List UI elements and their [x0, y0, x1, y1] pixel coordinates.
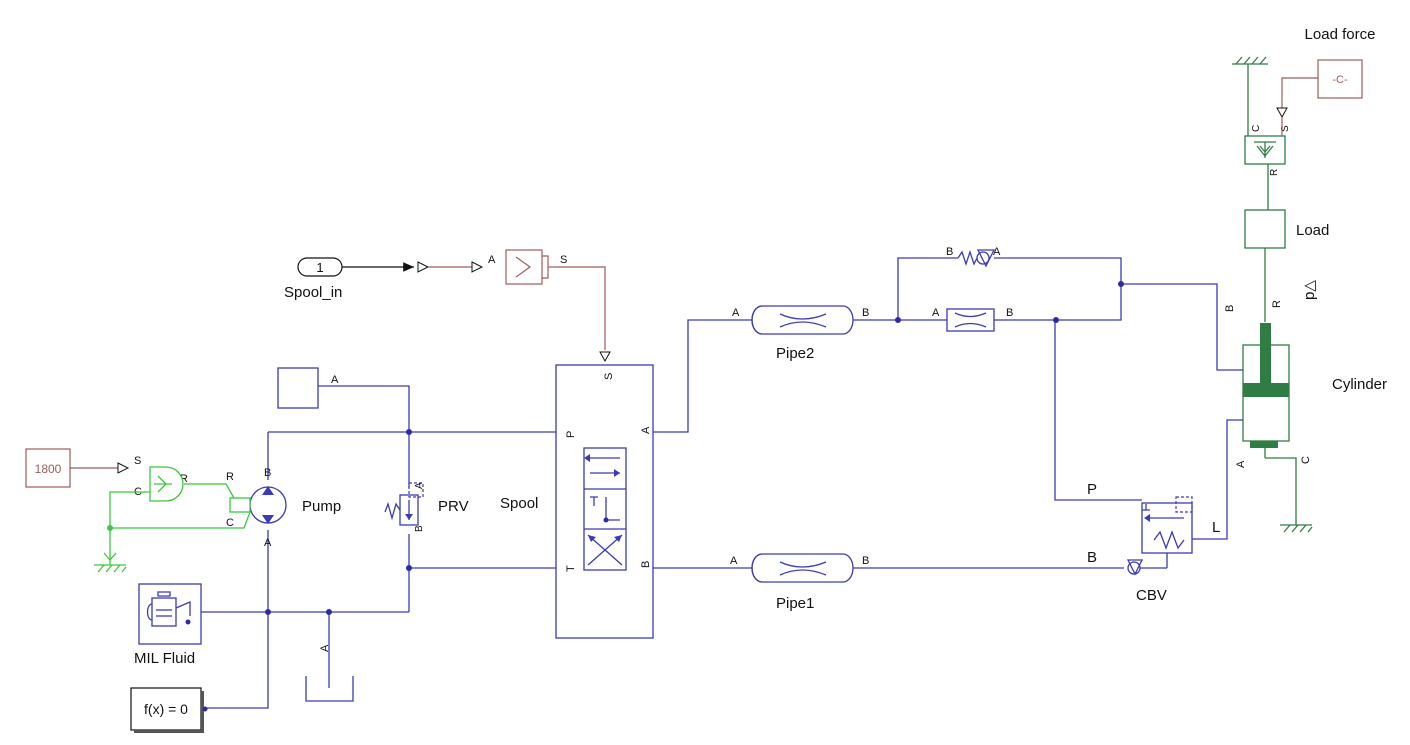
pipe1-label: Pipe1: [776, 595, 814, 612]
junction-node: [1118, 281, 1124, 287]
pipe2-label: Pipe2: [776, 345, 814, 362]
pipe1-port-a: A: [730, 555, 738, 567]
junction-node: [326, 609, 332, 615]
mechanical-section: C S R -C- Load force Load R p△ Cylinder: [1232, 26, 1387, 533]
force-port-s: S: [1280, 125, 1291, 132]
pipe1-block[interactable]: [751, 553, 854, 583]
prv-port-a: A: [414, 482, 425, 489]
load-label: Load: [1296, 222, 1329, 239]
orifice-port-b: B: [1006, 307, 1013, 319]
simulink-ps-converter[interactable]: S: [505, 249, 567, 285]
tank-block[interactable]: [305, 676, 354, 702]
spool-in-port-block[interactable]: 1: [297, 257, 343, 277]
load-force-value: -C-: [1332, 74, 1348, 86]
junction-node: [265, 609, 271, 615]
mechanical-ground-top[interactable]: [1232, 56, 1268, 65]
velocity-source-port-s: S: [134, 455, 141, 467]
mechanical-ground-bottom[interactable]: [1280, 524, 1313, 533]
converter-port-s: S: [560, 254, 567, 266]
prv-label: PRV: [438, 498, 469, 515]
pipe2-port-b: B: [862, 307, 869, 319]
load-force-constant[interactable]: -C-: [1317, 59, 1363, 99]
spool-port-s: S: [603, 373, 615, 380]
pump-shaft-port-c: C: [226, 517, 234, 529]
junction-node: [895, 317, 901, 323]
solver-text: f(x) = 0: [144, 701, 188, 717]
supply-lines: [201, 385, 556, 709]
speed-constant-block[interactable]: 1800: [25, 448, 71, 488]
spool-in-port-number: 1: [316, 260, 323, 275]
pressure-relief-valve[interactable]: [384, 482, 424, 526]
cbv-label: CBV: [1136, 587, 1167, 604]
rotational-ground[interactable]: [94, 552, 127, 573]
spool-valve[interactable]: S P T A B: [555, 364, 654, 639]
check-valve-port-a: A: [993, 246, 1001, 258]
cbv-port-b: B: [1087, 549, 1097, 566]
ideal-force-source[interactable]: C S R: [1244, 125, 1291, 176]
angular-velocity-source[interactable]: [149, 466, 184, 502]
load-force-label: Load force: [1305, 26, 1376, 43]
speed-value: 1800: [35, 462, 62, 476]
pump-port-b: B: [264, 467, 271, 479]
cbv-port-l: L: [1212, 519, 1220, 536]
hydraulic-fluid-block[interactable]: [138, 583, 202, 645]
pressure-marker: p△: [1301, 280, 1318, 300]
hydraulic-cylinder[interactable]: [1242, 323, 1290, 448]
spool-port-b: B: [640, 561, 652, 568]
force-port-r: R: [1269, 169, 1280, 176]
spool-port-p: P: [565, 431, 577, 438]
counterbalance-valve[interactable]: [1126, 496, 1193, 576]
mil-fluid-label: MIL Fluid: [134, 650, 195, 667]
velocity-source-port-r: R: [180, 473, 188, 485]
spool-port-a: A: [640, 426, 652, 434]
pipe2-block[interactable]: [751, 305, 854, 335]
rotational-section: 1800 S C R R C: [25, 448, 251, 573]
cylinder-port-c: C: [1300, 456, 1312, 464]
cylinder-port-r: R: [1271, 300, 1283, 308]
spool-input-section: 1 Spool_in A S: [284, 249, 611, 363]
cylinder-port-a: A: [1235, 460, 1247, 468]
tank-port-a: A: [319, 644, 331, 652]
spool-port-t: T: [565, 565, 577, 572]
pipe1-port-b: B: [862, 555, 869, 567]
pump-shaft-port-r: R: [226, 471, 234, 483]
pump-label: Pump: [302, 498, 341, 515]
orifice-port-a: A: [932, 307, 940, 319]
cylinder-label: Cylinder: [1332, 376, 1387, 393]
spool-in-label: Spool_in: [284, 284, 342, 301]
pipe2-port-a: A: [732, 307, 740, 319]
pump-port-a: A: [264, 537, 272, 549]
hydraulic-reference-box[interactable]: [277, 367, 319, 409]
solver-configuration[interactable]: f(x) = 0: [130, 687, 208, 733]
cbv-port-p: P: [1087, 481, 1097, 498]
spool-label: Spool: [500, 495, 538, 512]
junction-node: [1053, 317, 1059, 323]
force-port-c: C: [1251, 125, 1262, 132]
converter-port-a: A: [488, 254, 496, 266]
junction-node: [406, 429, 412, 435]
load-mass[interactable]: [1244, 209, 1286, 249]
pump-block[interactable]: [249, 486, 287, 524]
reservoir-port-a: A: [331, 374, 339, 386]
cylinder-port-b: B: [1224, 305, 1236, 312]
junction-node: [107, 525, 113, 531]
check-valve-port-b: B: [946, 246, 953, 258]
check-valve[interactable]: [957, 249, 996, 268]
prv-port-b: B: [414, 525, 425, 532]
junction-node: [406, 565, 412, 571]
fixed-orifice[interactable]: [946, 308, 995, 332]
